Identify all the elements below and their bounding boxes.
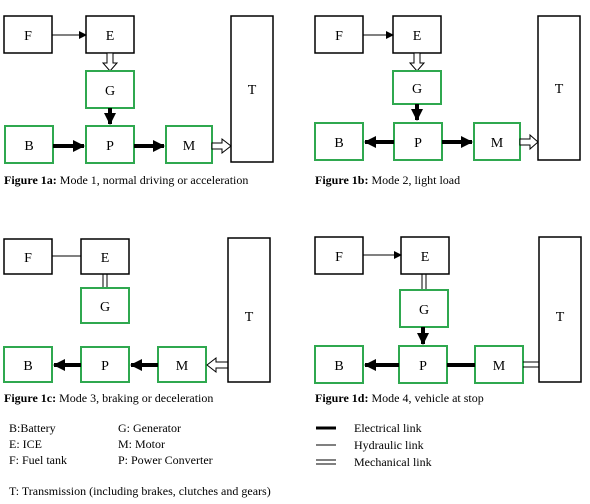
box-transmission — [227, 237, 271, 383]
box-fuel-tank — [314, 236, 364, 275]
label-transmission: T — [245, 310, 254, 325]
label-transmission: T — [248, 83, 257, 98]
label-ice: E — [413, 29, 422, 44]
legend-hydraulic-label: Hydraulic link — [354, 438, 424, 452]
label-battery: B — [24, 139, 33, 154]
label-fuel-tank: F — [24, 251, 32, 266]
box-battery — [3, 346, 53, 383]
label-ice: E — [101, 251, 110, 266]
box-motor — [157, 346, 207, 383]
mechanical-arrow-e-g — [101, 52, 119, 72]
mechanical-arrow-m-t — [519, 133, 539, 151]
box-transmission — [538, 236, 582, 383]
caption-1c: Figure 1c: Mode 3, braking or decelerati… — [4, 391, 213, 405]
label-motor: M — [491, 136, 504, 151]
panel-1d: F E G B P M T Figure 1d: Mode 4, vehicle… — [314, 236, 582, 405]
label-generator: G — [412, 82, 422, 97]
label-motor: M — [176, 359, 189, 374]
box-generator — [80, 287, 130, 324]
label-battery: B — [334, 359, 343, 374]
label-power-converter: P — [101, 359, 109, 374]
label-fuel-tank: F — [335, 250, 343, 265]
box-ice — [80, 238, 130, 275]
legend-generator: G: Generator — [118, 421, 181, 435]
label-power-converter: P — [414, 136, 422, 151]
box-generator — [399, 289, 449, 328]
panel-1a: F E G B P M T Figure 1a: Mode 1, normal … — [3, 15, 274, 187]
label-power-converter: P — [419, 359, 427, 374]
legend-mechanical-label: Mechanical link — [354, 455, 432, 469]
mechanical-arrow-e-g — [408, 52, 426, 72]
mechanical-arrow-m-t — [211, 137, 232, 155]
legend-power-converter: P: Power Converter — [118, 453, 213, 467]
box-motor — [474, 345, 524, 384]
caption-1d: Figure 1d: Mode 4, vehicle at stop — [315, 391, 484, 405]
label-generator: G — [419, 303, 429, 318]
legend: B:Battery G: Generator E: ICE M: Motor F… — [9, 421, 432, 498]
label-generator: G — [105, 84, 115, 99]
label-motor: M — [183, 139, 196, 154]
box-generator — [392, 70, 442, 105]
legend-ice: E: ICE — [9, 437, 42, 451]
caption-1a: Figure 1a: Mode 1, normal driving or acc… — [4, 173, 248, 187]
label-motor: M — [493, 359, 506, 374]
panel-1b: F E G B P M T Figure 1b: Mode 2, light l… — [314, 15, 581, 187]
label-generator: G — [100, 300, 110, 315]
label-fuel-tank: F — [335, 29, 343, 44]
label-fuel-tank: F — [24, 29, 32, 44]
box-fuel-tank — [3, 238, 53, 275]
label-ice: E — [106, 29, 115, 44]
box-power-converter — [398, 345, 448, 384]
legend-electrical-label: Electrical link — [354, 421, 422, 435]
box-transmission — [537, 15, 581, 161]
label-battery: B — [334, 136, 343, 151]
legend-fuel-tank: F: Fuel tank — [9, 453, 67, 467]
caption-1b: Figure 1b: Mode 2, light load — [315, 173, 460, 187]
legend-transmission: T: Transmission (including brakes, clutc… — [9, 484, 271, 498]
label-battery: B — [23, 359, 32, 374]
box-motor — [165, 125, 213, 164]
box-ice — [392, 15, 442, 54]
box-motor — [473, 122, 521, 161]
legend-battery: B:Battery — [9, 421, 56, 435]
legend-motor: M: Motor — [118, 437, 165, 451]
label-power-converter: P — [106, 139, 114, 154]
mechanical-arrow-t-m — [206, 356, 229, 374]
box-transmission — [230, 15, 274, 163]
label-ice: E — [421, 250, 430, 265]
box-fuel-tank — [3, 15, 53, 54]
box-ice — [400, 236, 450, 275]
box-battery — [314, 345, 364, 384]
box-battery — [314, 122, 364, 161]
label-transmission: T — [555, 82, 564, 97]
label-transmission: T — [556, 310, 565, 325]
panel-1c: F E G B P M T Figure 1c: Mode 3, braking… — [3, 237, 271, 405]
box-battery — [4, 125, 54, 164]
